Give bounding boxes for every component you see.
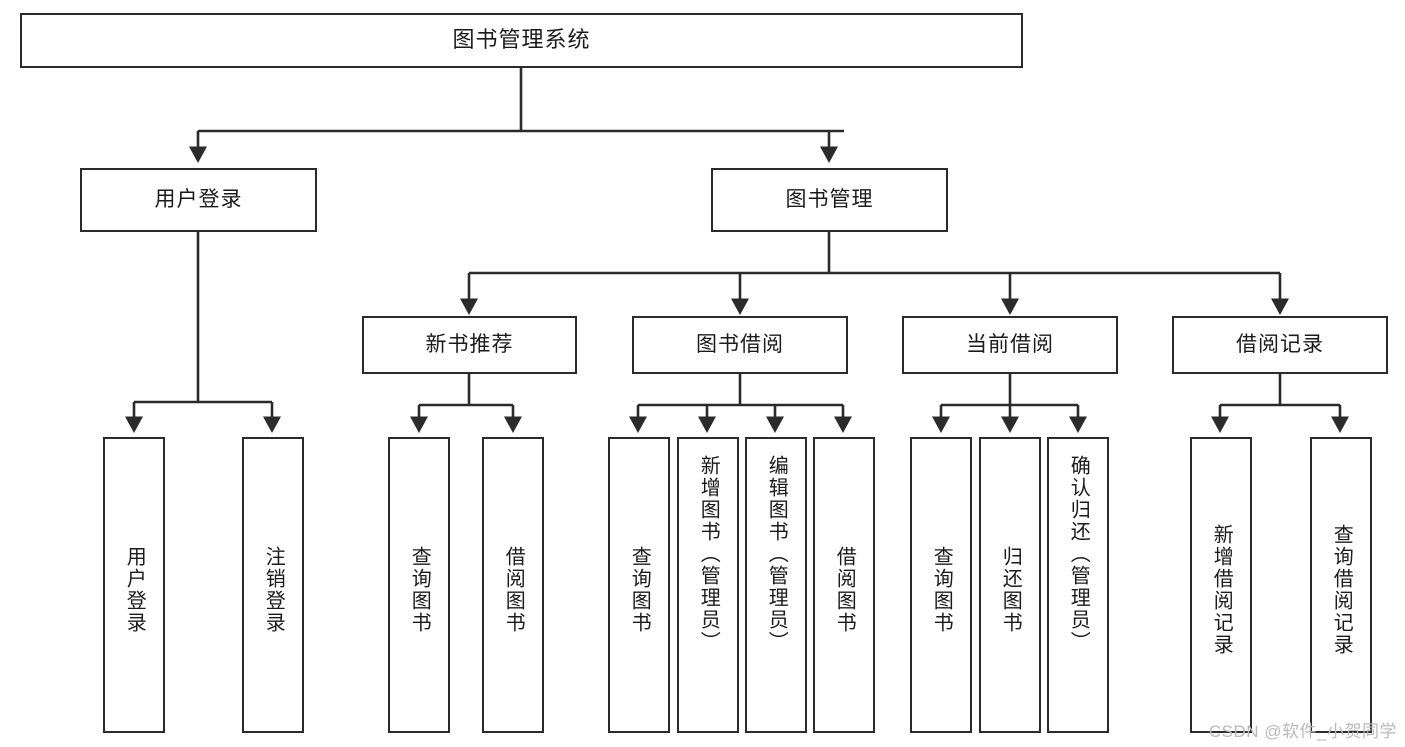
leaf-label: 借阅图书 (502, 546, 525, 634)
node-user-login[interactable]: 用户登录 (80, 168, 317, 232)
leaf-book-borrow-edit-book-admin[interactable]: 编辑图书（管理员） (745, 437, 807, 733)
leaf-borrow-record-add-record[interactable]: 新增借阅记录 (1190, 437, 1252, 733)
leaf-label: 查询图书 (408, 546, 431, 634)
leaf-label: 新增借阅记录 (1210, 524, 1233, 656)
leaf-label: 编辑图书（管理员） (765, 455, 788, 653)
node-label: 借阅记录 (1236, 333, 1324, 357)
leaf-label: 归还图书 (999, 546, 1022, 634)
leaf-label: 查询借阅记录 (1330, 524, 1353, 656)
leaf-new-book-query-book[interactable]: 查询图书 (388, 437, 450, 733)
leaf-label: 查询图书 (628, 546, 651, 634)
leaf-user-login-logout[interactable]: 注销登录 (242, 437, 304, 733)
node-book-borrow[interactable]: 图书借阅 (632, 316, 848, 374)
leaf-current-borrow-query-book[interactable]: 查询图书 (910, 437, 972, 733)
watermark-text: CSDN @软件_小贺同学 (1208, 722, 1397, 741)
leaf-new-book-borrow-book[interactable]: 借阅图书 (482, 437, 544, 733)
leaf-label: 查询图书 (930, 546, 953, 634)
leaf-user-login-login[interactable]: 用户登录 (103, 437, 165, 733)
node-borrow-record[interactable]: 借阅记录 (1172, 316, 1388, 374)
leaf-label: 用户登录 (123, 546, 146, 634)
node-label: 新书推荐 (425, 333, 514, 357)
node-label: 图书借阅 (696, 333, 784, 357)
leaf-label: 借阅图书 (833, 546, 856, 634)
leaf-borrow-record-query-record[interactable]: 查询借阅记录 (1310, 437, 1372, 733)
leaf-current-borrow-confirm-return-admin[interactable]: 确认归还（管理员） (1047, 437, 1109, 733)
leaf-label: 确认归还（管理员） (1067, 455, 1090, 653)
node-label: 当前借阅 (966, 333, 1054, 357)
leaf-current-borrow-return-book[interactable]: 归还图书 (979, 437, 1041, 733)
leaf-book-borrow-query-book[interactable]: 查询图书 (608, 437, 670, 733)
leaf-book-borrow-borrow-book[interactable]: 借阅图书 (813, 437, 875, 733)
leaf-book-borrow-add-book-admin[interactable]: 新增图书（管理员） (677, 437, 739, 733)
node-label: 用户登录 (154, 188, 243, 212)
node-new-book-recommend[interactable]: 新书推荐 (362, 316, 577, 374)
leaf-label: 注销登录 (262, 546, 285, 634)
node-label: 图书管理 (785, 188, 874, 212)
leaf-label: 新增图书（管理员） (697, 455, 720, 653)
node-root-book-management-system[interactable]: 图书管理系统 (20, 13, 1023, 68)
node-book-management[interactable]: 图书管理 (711, 168, 948, 232)
node-current-borrow[interactable]: 当前借阅 (902, 316, 1118, 374)
node-label: 图书管理系统 (452, 27, 591, 53)
